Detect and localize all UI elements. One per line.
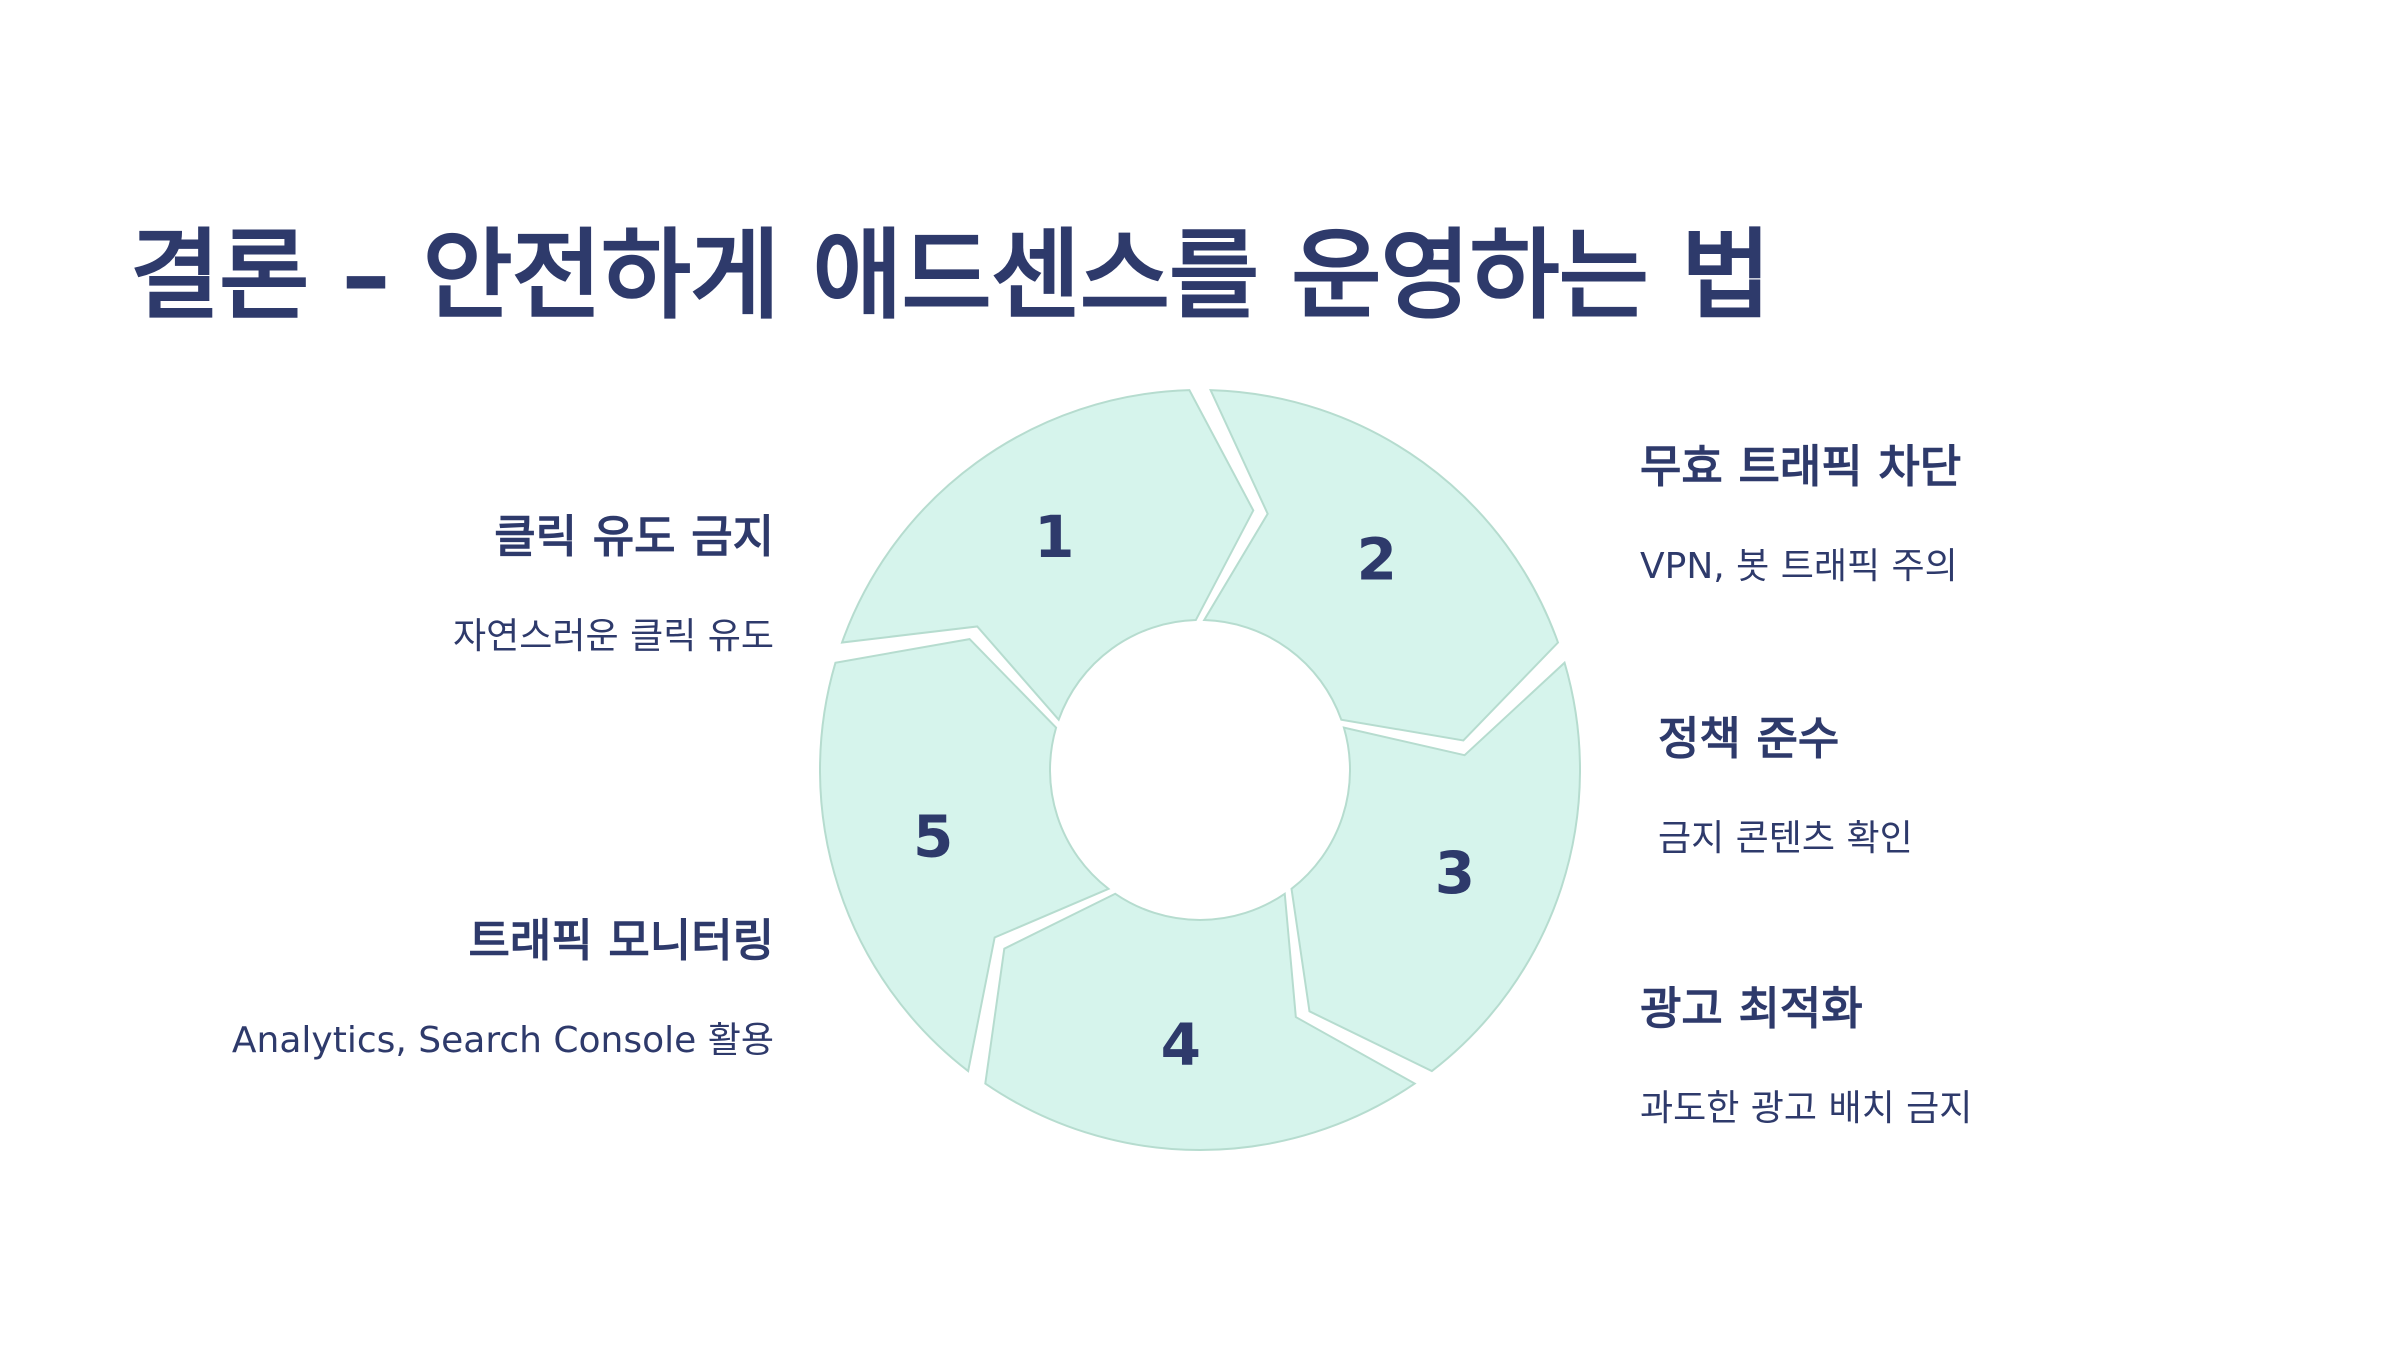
cycle-segment-5 — [819, 638, 1111, 1073]
item-3-description: 금지 콘텐츠 확인 — [1658, 818, 1913, 859]
item-1-heading: 클릭 유도 금지 — [494, 510, 774, 563]
cycle-segment-1 — [840, 389, 1255, 722]
item-5-heading: 트래픽 모니터링 — [468, 914, 774, 967]
cycle-segment-5-number: 5 — [913, 803, 953, 871]
item-3-heading: 정책 준수 — [1658, 712, 1840, 765]
page-title: 결론 – 안전하게 애드센스를 운영하는 법 — [130, 219, 1771, 333]
item-2-heading: 무효 트래픽 차단 — [1640, 440, 1962, 493]
cycle-segment-4-number: 4 — [1161, 1010, 1201, 1078]
cycle-segment-4 — [984, 891, 1417, 1151]
cycle-segment-1-number: 1 — [1034, 503, 1074, 571]
item-1: 클릭 유도 금지 자연스러운 클릭 유도 — [453, 500, 774, 659]
cycle-segment-3-number: 3 — [1435, 839, 1475, 907]
item-5: 트래픽 모니터링 Analytics, Search Console 활용 — [232, 904, 774, 1063]
cycle-segment-3 — [1290, 660, 1581, 1073]
cycle-segment-2-number: 2 — [1357, 525, 1397, 593]
item-4: 광고 최적화 과도한 광고 배치 금지 — [1640, 972, 1972, 1131]
item-2-description: VPN, 봇 트래픽 주의 — [1640, 546, 1958, 587]
cycle-diagram: 1 2 3 4 5 — [819, 389, 1581, 1151]
item-4-description: 과도한 광고 배치 금지 — [1640, 1088, 1973, 1129]
item-2: 무효 트래픽 차단 VPN, 봇 트래픽 주의 — [1640, 430, 1961, 589]
item-5-description: Analytics, Search Console 활용 — [231, 1020, 774, 1061]
item-1-description: 자연스러운 클릭 유도 — [453, 616, 774, 657]
item-4-heading: 광고 최적화 — [1640, 982, 1863, 1035]
cycle-segment-2 — [1202, 389, 1560, 742]
item-3: 정책 준수 금지 콘텐츠 확인 — [1658, 702, 1913, 861]
